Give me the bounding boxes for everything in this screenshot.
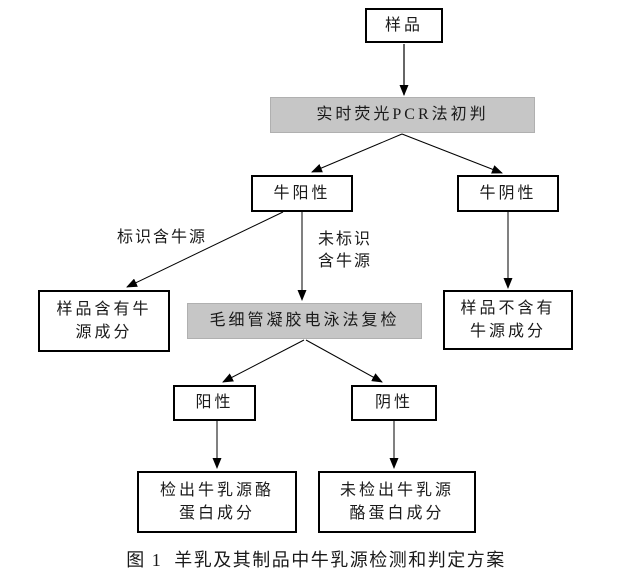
node-bovine-negative: 牛阴性 [457, 175, 559, 212]
edge-label-labeled-contains-bovine: 标识含牛源 [116, 229, 207, 246]
arrow-cge-to-negative [305, 339, 383, 383]
node-realtime-pcr-screening: 实时荧光PCR法初判 [270, 97, 535, 133]
arrow-positive-to-contains-bovine [126, 211, 284, 288]
node-capillary-gel-electrophoresis-recheck: 毛细管凝胶电泳法复检 [187, 303, 422, 339]
node-negative: 阴性 [351, 385, 437, 421]
arrow-pcr-to-bovine-negative [401, 133, 503, 174]
node-sample-contains-bovine: 样品含有牛 源成分 [38, 290, 170, 352]
node-sample-not-contains-bovine: 样品不含有 牛源成分 [443, 290, 573, 350]
node-sample: 样品 [365, 8, 443, 43]
arrow-cge-to-positive [222, 339, 305, 383]
node-bovine-casein-detected: 检出牛乳源酪 蛋白成分 [137, 471, 297, 533]
arrow-pcr-to-bovine-positive [311, 133, 403, 173]
figure-caption: 图 1 羊乳及其制品中牛乳源检测和判定方案 [126, 550, 506, 570]
node-bovine-positive: 牛阳性 [251, 175, 353, 212]
edge-label-unlabeled-contains-bovine: 未标识 含牛源 [317, 231, 372, 270]
node-bovine-casein-not-detected: 未检出牛乳源 酪蛋白成分 [318, 471, 476, 533]
node-positive: 阳性 [173, 385, 256, 421]
